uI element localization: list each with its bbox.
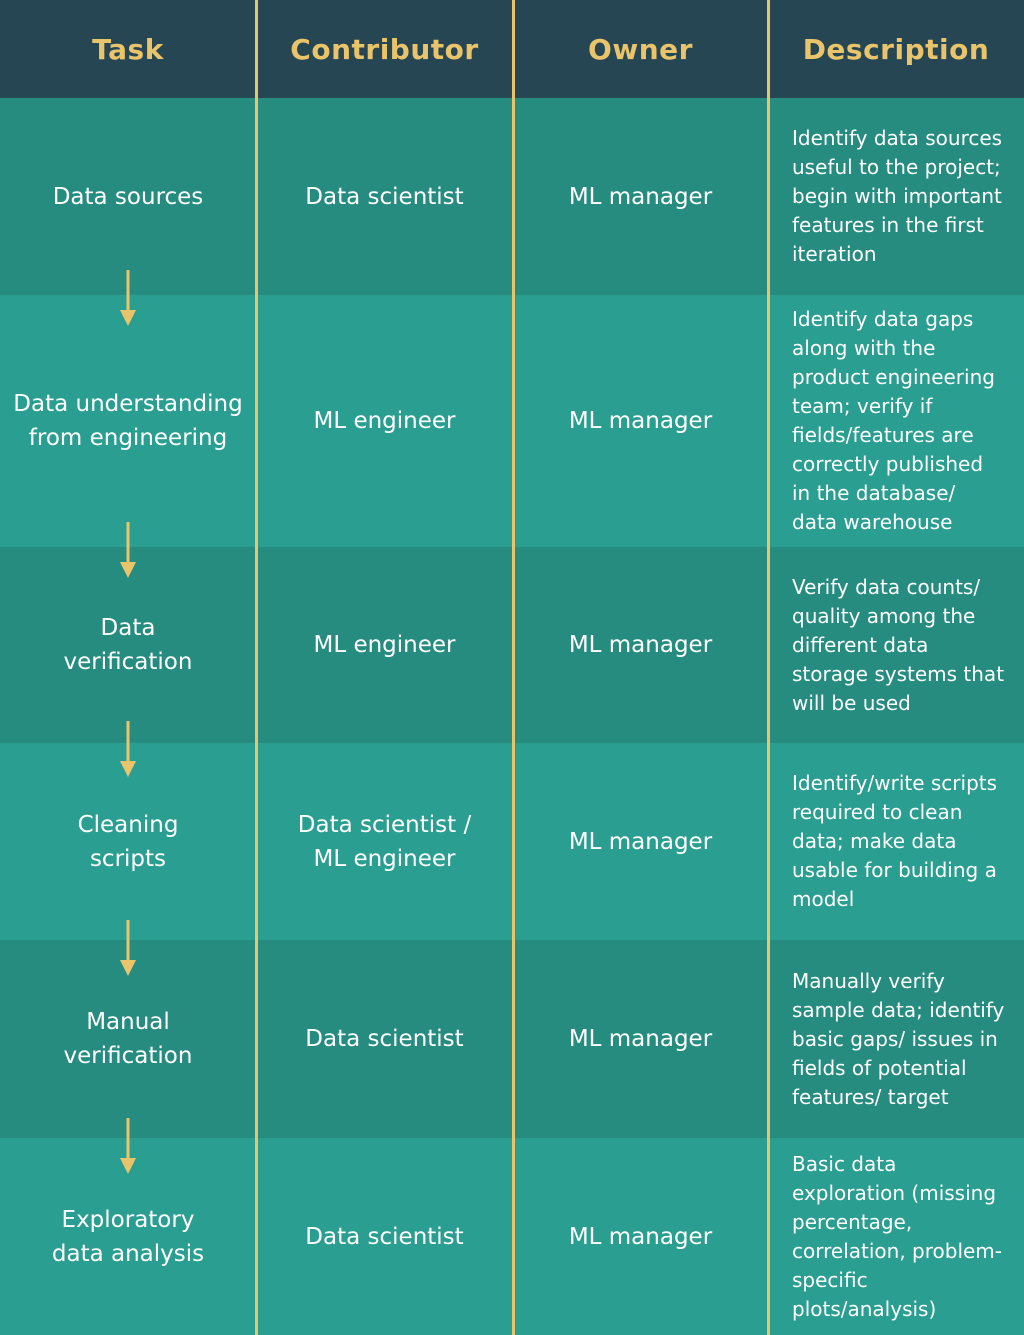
task-cell: Manual verification [0,940,256,1138]
arrow-down-icon [120,270,136,326]
arrow-down-icon [120,522,136,578]
description-cell: Manually verify sample data; identify ba… [768,940,1024,1138]
arrow-down-icon [120,920,136,976]
owner-cell: ML manager [513,1138,768,1335]
owner-cell: ML manager [513,547,768,743]
task-cell: Data understanding from engineering [0,295,256,547]
contributor-cell: ML engineer [256,295,513,547]
column-divider [512,0,515,1335]
description-cell: Identify data gaps along with the produc… [768,295,1024,547]
arrow-down-icon [120,1118,136,1174]
owner-cell: ML manager [513,295,768,547]
task-cell: Data verification [0,547,256,743]
owner-cell: ML manager [513,98,768,295]
contributor-text: Data scientist / ML engineer [297,811,472,872]
description-cell: Identify data sources useful to the proj… [768,98,1024,295]
task-text: Manual verification [63,1009,193,1069]
column-divider [767,0,770,1335]
header-contributor: Contributor [256,0,513,98]
task-text: Data understanding from engineering [13,391,243,451]
contributor-cell: Data scientist [256,98,513,295]
header-description: Description [768,0,1024,98]
header-owner: Owner [513,0,768,98]
header-task: Task [0,0,256,98]
contributor-cell: Data scientist [256,1138,513,1335]
task-text: Data verification [63,615,193,675]
owner-cell: ML manager [513,940,768,1138]
arrow-down-icon [120,721,136,777]
contributor-cell: Data scientist [256,940,513,1138]
column-divider [255,0,258,1335]
contributor-cell: Data scientist / ML engineer [256,743,513,940]
description-cell: Verify data counts/ quality among the di… [768,547,1024,743]
task-text: Exploratory data analysis [51,1206,205,1267]
task-cell: Data sources [0,98,256,295]
contributor-cell: ML engineer [256,547,513,743]
task-text: Cleaning scripts [77,811,179,872]
description-cell: Basic data exploration (missing percenta… [768,1138,1024,1335]
owner-cell: ML manager [513,743,768,940]
description-cell: Identify/write scripts required to clean… [768,743,1024,940]
